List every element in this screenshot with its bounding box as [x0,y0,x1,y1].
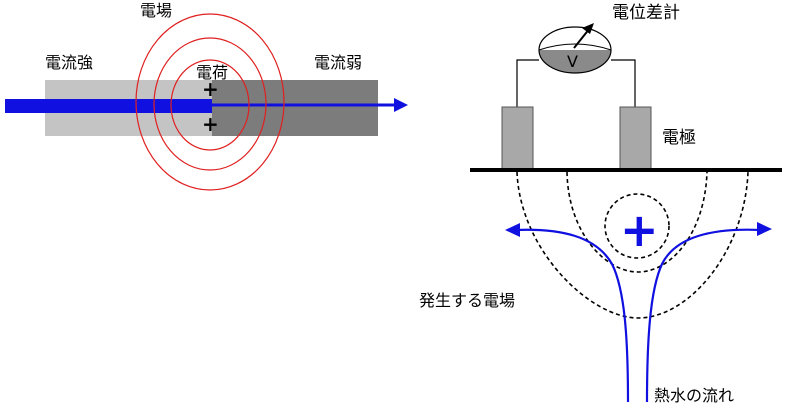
meter-needle-head [582,23,594,34]
flow-arrow-right [757,222,772,236]
charge-plus-top: + [202,77,219,101]
flow-left-branch [514,228,630,403]
field-ring-outer [135,13,285,191]
generated-field-lines [516,171,749,319]
label-strong-current: 電流強 [45,53,93,72]
field-ring-inner [170,59,250,151]
label-charge: 電荷 [196,63,228,82]
meter-divider [538,43,612,51]
right-diagram: V 電位差計 電極 + 発生する電場 熱水の流れ [419,3,782,405]
strong-current-bar [5,99,212,113]
hot-water-flow [514,228,761,403]
label-potentiometer: 電位差計 [612,3,680,23]
label-electrodes: 電極 [662,128,696,148]
electrode-right [619,106,652,170]
meter-lower-half [539,50,611,73]
central-charge-plus: + [620,203,659,257]
label-hot-water-flow: 熱水の流れ [654,386,734,405]
label-generated-field: 発生する電場 [419,291,515,310]
field-line-charge-ring [604,193,670,259]
weak-current-region [212,80,378,136]
charge-plus-bottom: + [202,112,219,136]
field-ring-middle [153,37,267,171]
potentiometer: V [538,23,612,74]
label-weak-current: 電流弱 [314,53,362,72]
wire-left [516,59,539,107]
wire-right [611,59,636,107]
field-line-outer [516,171,749,319]
electric-field-rings [135,13,285,191]
flow-arrow-left [505,223,520,237]
left-diagram: 電場 電流強 電流弱 電荷 + + [5,1,408,191]
flow-right-branch [645,228,761,403]
electrode-left [501,106,534,170]
current-arrow-head [394,98,408,112]
field-line-inner [566,171,708,273]
label-electric-field: 電場 [140,1,172,20]
meter-symbol: V [567,52,578,71]
